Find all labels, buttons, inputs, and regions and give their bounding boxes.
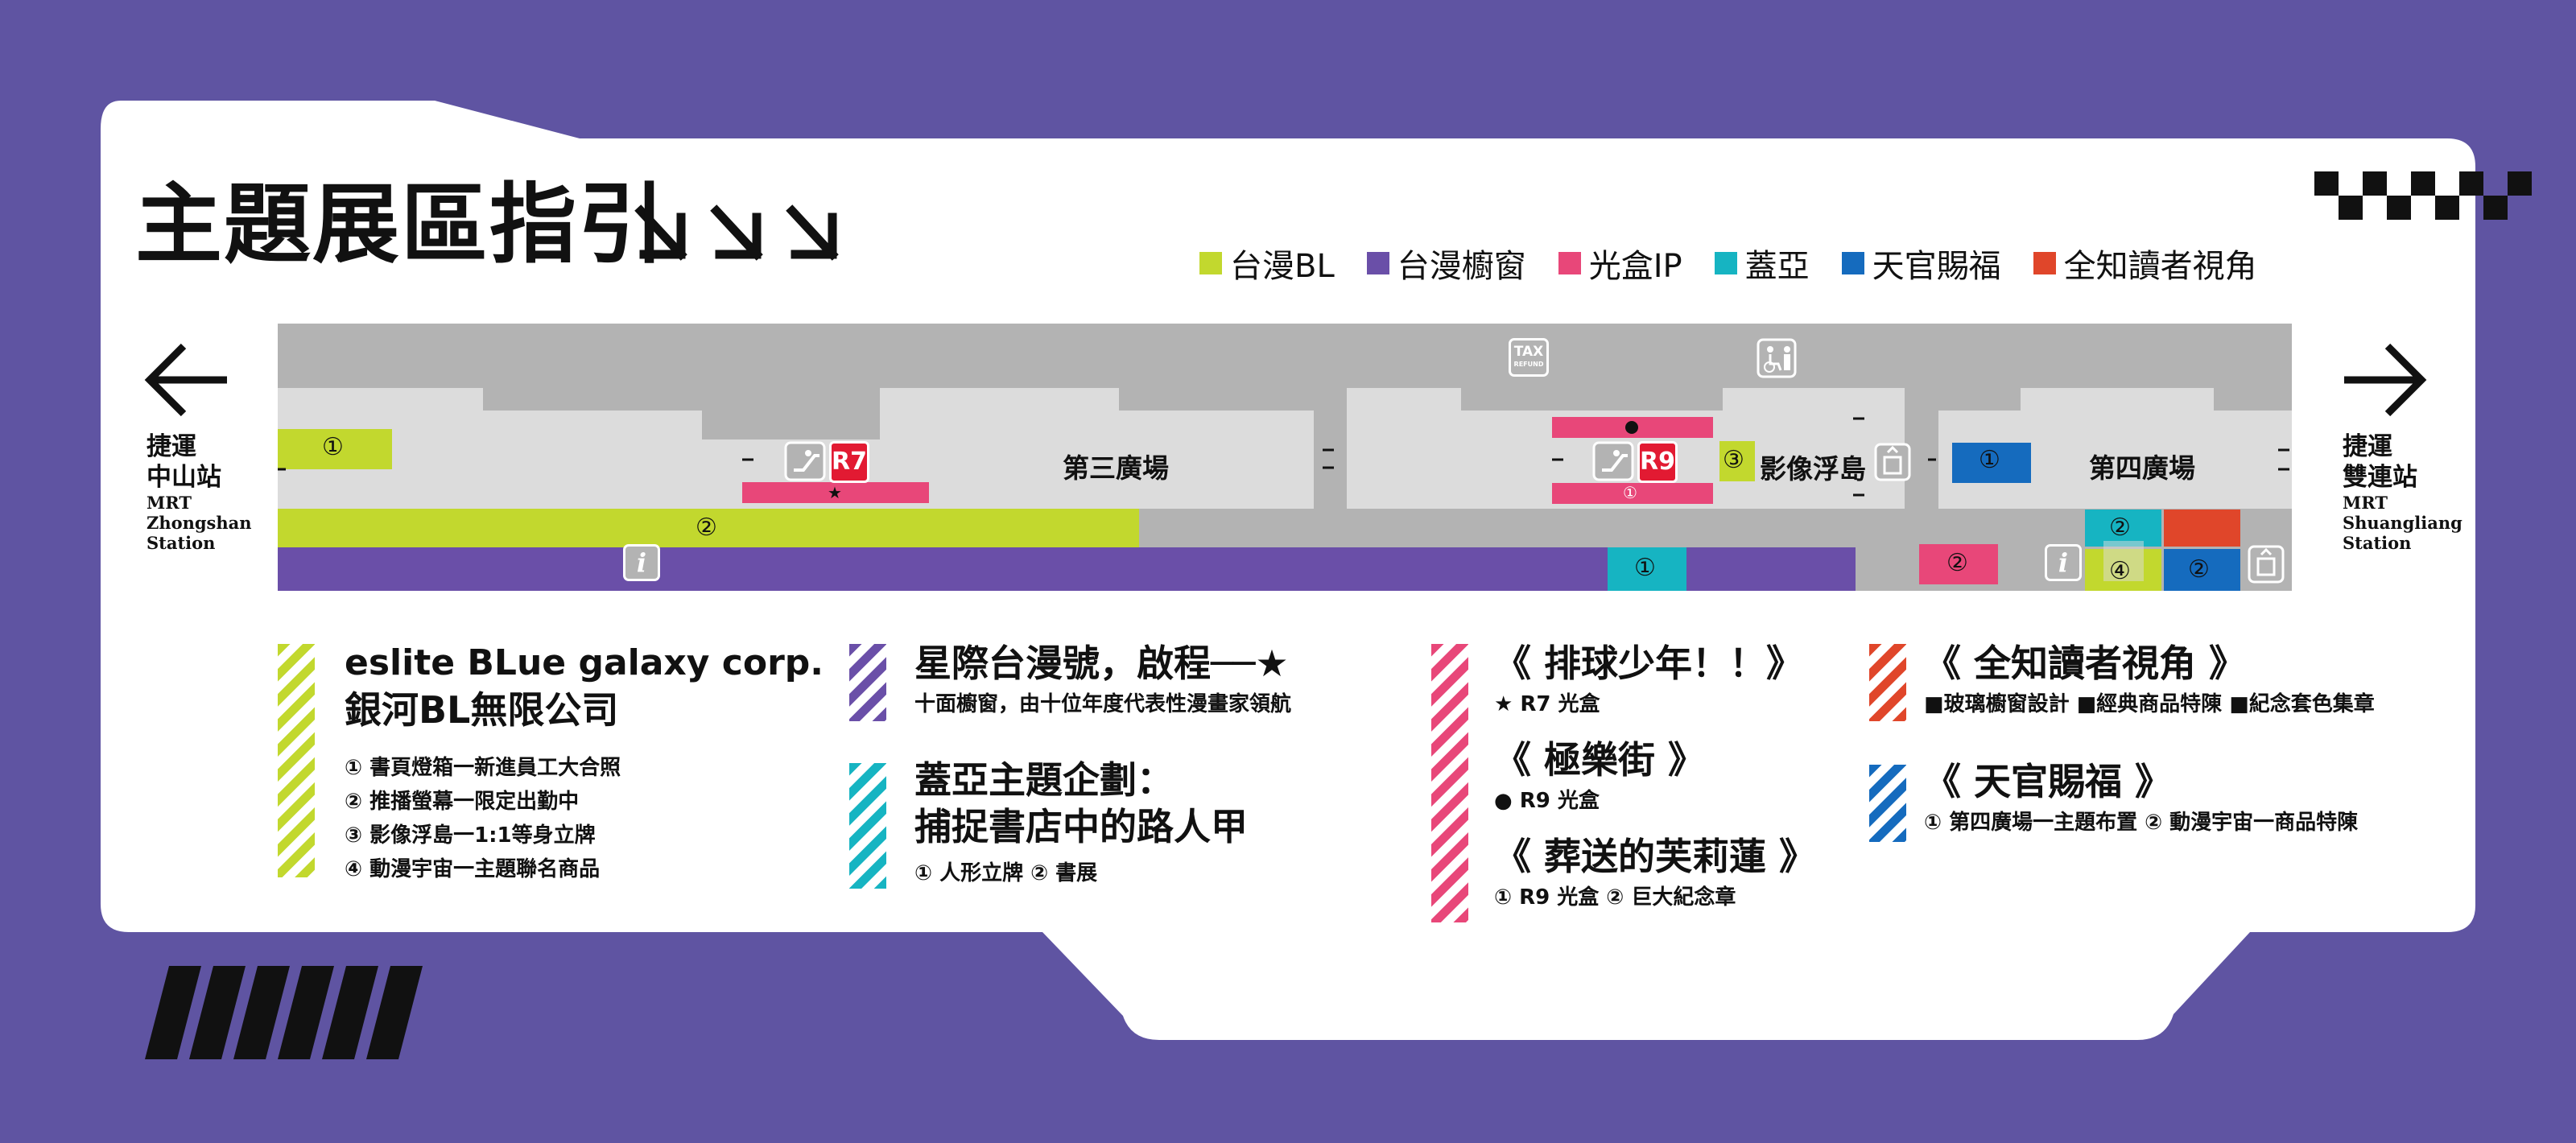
accessible-restroom-icon — [1757, 338, 1797, 378]
r9-dot-marker — [1625, 421, 1638, 434]
elevator-icon-2 — [2248, 545, 2285, 584]
station-right: 捷運 雙連站 MRT Shuangliang Station — [2343, 432, 2462, 553]
float-island-label: 影像浮島 — [1760, 453, 1866, 485]
legend-item-gaia: 蓋亞 — [1714, 240, 1810, 287]
legend-item-bl: 台漫BL — [1199, 240, 1335, 287]
right-arrow-icon — [2344, 343, 2427, 417]
legend-item-omni: 全知讀者視角 — [2033, 240, 2257, 287]
map-num-lightbox2: ② — [1946, 549, 1968, 577]
legend-swatch — [1558, 252, 1581, 274]
map-num-r9: ① — [1623, 483, 1637, 502]
gaia-stripe-bar — [849, 763, 886, 889]
legend-swatch — [1714, 252, 1737, 274]
map-star-r7: ★ — [828, 483, 842, 502]
r7-badge: R7 — [829, 441, 869, 483]
section-window: 星際台漫號，啟程──★ 十面櫥窗，由十位年度代表性漫畫家領航 — [914, 642, 1292, 716]
tgcf-zone-1 — [1952, 443, 2031, 483]
map-num-bl1: ① — [322, 433, 344, 461]
title-arrows-icon — [634, 204, 839, 261]
station-left: 捷運 中山站 MRT Zhongshan Station — [147, 432, 252, 553]
window-zone — [278, 547, 1856, 591]
omni-stripe-bar — [1869, 644, 1906, 721]
map-num-tgcf2: ② — [2188, 555, 2210, 584]
map-num-bl3: ③ — [1723, 446, 1744, 474]
legend-item-tgcf: 天官賜福 — [1841, 240, 2001, 287]
elevator-icon — [1874, 443, 1911, 481]
bl-zone-3 — [1719, 441, 1755, 481]
left-arrow-icon — [144, 343, 227, 417]
section-gaia: 蓋亞主題企劃： 捕捉書店中的路人甲 ① 人形立牌 ② 書展 — [914, 758, 1248, 885]
tgcf-stripe-bar — [1869, 765, 1906, 842]
legend-swatch — [1366, 252, 1389, 274]
legend-swatch — [2033, 252, 2056, 274]
tax-refund-icon: TAX REFUND — [1509, 338, 1549, 377]
section-bl: eslite BLue galaxy corp. 銀河BL無限公司 ① 書頁燈箱… — [345, 642, 824, 881]
legend: 台漫BL 台漫櫥窗 光盒IP 蓋亞 天官賜福 全知讀者視角 — [1199, 240, 2257, 287]
legend-item-lightbox: 光盒IP — [1558, 240, 1682, 287]
r9-lightbox-bottom — [1552, 483, 1713, 504]
map-num-tgcf1: ① — [1979, 446, 2000, 474]
legend-swatch — [1841, 252, 1864, 274]
bl-zone-1 — [278, 429, 392, 469]
escalator-icon-2 — [1592, 441, 1634, 481]
map-num-bl2: ② — [696, 514, 717, 542]
bl-zone-2 — [278, 509, 1139, 547]
map-num-gaia1: ① — [1634, 554, 1656, 582]
legend-swatch — [1199, 252, 1222, 274]
info-icon: i — [623, 544, 660, 581]
checker-decoration — [2314, 171, 2532, 220]
escalator-icon — [784, 441, 826, 481]
floor-map — [278, 324, 2292, 591]
lightbox-stripe-bar — [1431, 644, 1468, 922]
map-num-bl4: ④ — [2109, 557, 2131, 585]
section-tgcf: 《 天官賜福 》 ① 第四廣場一主題布置 ② 動漫宇宙一商品特陳 — [1924, 760, 2359, 835]
r7-lightbox — [742, 482, 929, 503]
window-stripe-bar — [849, 644, 886, 721]
lightbox-zone-2 — [1919, 544, 1998, 584]
section-lightbox: 《 排球少年！！》 ★ R7 光盒 《 極樂街 》 ● R9 光盒 《 葬送的芙… — [1494, 642, 1817, 910]
plaza3-label: 第三廣場 — [1063, 452, 1169, 484]
r9-badge: R9 — [1637, 441, 1678, 483]
plaza4-label: 第四廣場 — [2089, 452, 2195, 484]
gaia-zone-1 — [1608, 547, 1686, 591]
map-num-gaia2: ② — [2109, 514, 2131, 542]
info-icon-2: i — [2045, 544, 2082, 581]
bl-stripe-bar — [278, 644, 315, 877]
section-omni: 《 全知讀者視角 》 ■玻璃櫥窗設計 ■經典商品特陳 ■紀念套色集章 — [1924, 642, 2375, 716]
legend-item-window: 台漫櫥窗 — [1366, 240, 1526, 287]
slash-decoration — [145, 966, 423, 1059]
page-title: 主題展區指引 — [135, 175, 667, 275]
